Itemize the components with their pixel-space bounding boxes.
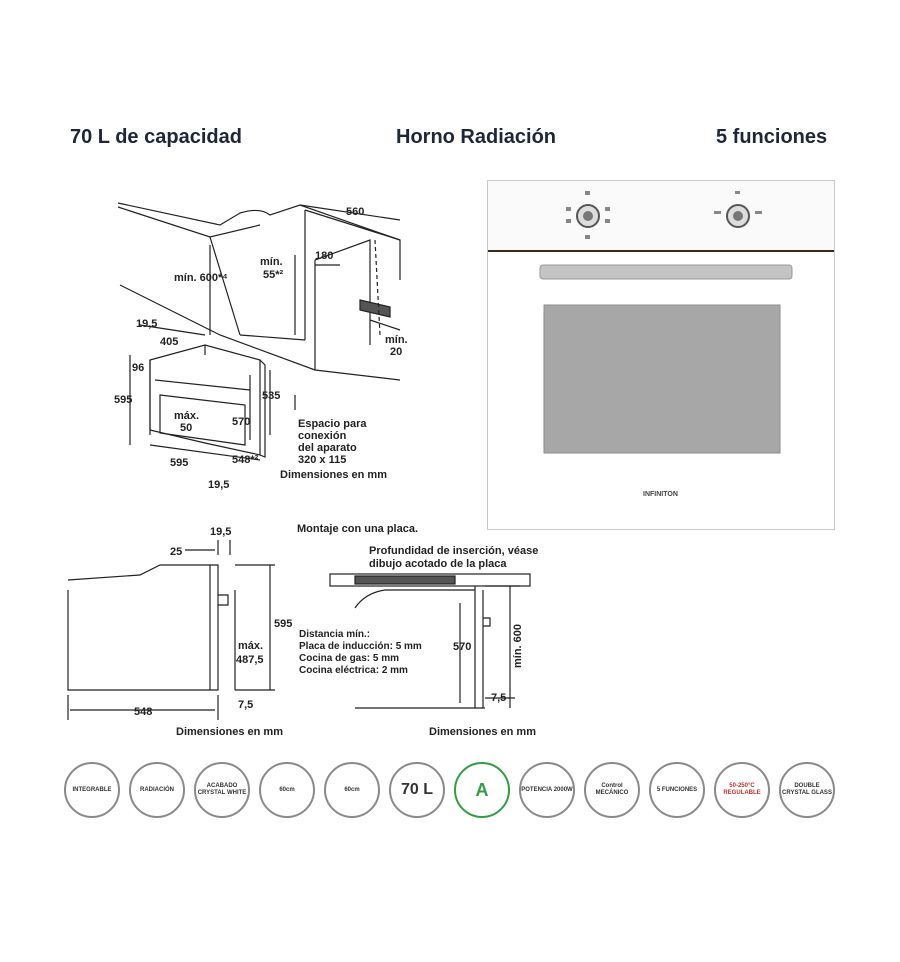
power-icon: POTENCIA 2000W — [519, 762, 575, 818]
oven-illustration: INFINITON — [488, 181, 834, 498]
side-dim-7-5: 7,5 — [238, 699, 253, 711]
side-units: Dimensiones en mm — [176, 726, 283, 738]
space-line-1: Espacio para — [298, 418, 367, 430]
plate-dim-570: 570 — [453, 641, 471, 653]
oven-product-image: INFINITON — [487, 180, 835, 530]
control-icon: Control MECÁNICO — [584, 762, 640, 818]
dim-19-5-bottom: 19,5 — [208, 479, 229, 491]
iso-units: Dimensiones en mm — [280, 469, 387, 481]
dim-405: 405 — [160, 336, 178, 348]
dim-19-5-top: 19,5 — [136, 318, 157, 330]
dim-max50-a: máx. — [174, 410, 199, 422]
side-dim-595: 595 — [274, 618, 292, 630]
double-glass-icon: DOUBLE CRYSTAL GLASS — [779, 762, 835, 818]
dim-560: 560 — [346, 206, 364, 218]
energy-a-icon: A — [454, 762, 510, 818]
door-handle[interactable] — [539, 264, 793, 280]
plate-dist-2: Cocina de gas: 5 mm — [299, 653, 399, 664]
plate-title: Montaje con una placa. — [297, 523, 418, 535]
plate-note-1: Profundidad de inserción, véase — [369, 545, 538, 557]
side-elevation-diagram: 19,5 25 595 máx. 487,5 7,5 548 Dimension… — [67, 526, 292, 738]
width-60-icon: 60cm — [324, 762, 380, 818]
plate-dist-title: Distancia mín.: — [299, 629, 370, 640]
side-dim-19-5: 19,5 — [210, 526, 231, 538]
dim-180: 180 — [315, 250, 333, 262]
side-dim-max-b: 487,5 — [236, 654, 264, 666]
crystal-white-icon: ACABADO CRYSTAL WHITE — [194, 762, 250, 818]
space-line-3: del aparato — [298, 442, 357, 454]
plate-note-2: dibujo acotado de la placa — [369, 558, 507, 570]
dim-595-left: 595 — [114, 394, 132, 406]
temperature-icon: 50-250°C REGULABLE — [714, 762, 770, 818]
plate-mounting-diagram: Montaje con una placa. Profundidad de in… — [297, 523, 538, 738]
plate-dim-7-5: 7,5 — [491, 692, 506, 704]
plate-dist-3: Cocina eléctrica: 2 mm — [299, 665, 408, 676]
dim-min20-a: mín. — [385, 334, 408, 346]
dim-535: 535 — [262, 390, 280, 402]
plate-units: Dimensiones en mm — [429, 726, 536, 738]
capacity-header: 70 L de capacidad — [70, 126, 242, 148]
brand-logo: INFINITON — [643, 491, 678, 498]
side-dim-max-a: máx. — [238, 640, 263, 652]
side-dim-25: 25 — [170, 546, 182, 558]
height-60-icon: 60cm — [259, 762, 315, 818]
plate-dist-1: Placa de inducción: 5 mm — [299, 641, 422, 652]
functions-header: 5 funciones — [716, 126, 828, 148]
dim-min600: mín. 600*⁴ — [174, 272, 228, 284]
plate-dim-min600: mín. 600 — [512, 624, 524, 668]
oven-window — [543, 304, 781, 454]
iso-installation-diagram: 560 mín. 600*⁴ mín. 55*² 180 mín. 20 19,… — [114, 202, 408, 491]
functions-icon: 5 FUNCIONES — [649, 762, 705, 818]
dim-96: 96 — [132, 362, 144, 374]
dim-min20-b: 20 — [390, 346, 402, 358]
integrable-icon: INTEGRABLE — [64, 762, 120, 818]
space-line-4: 320 x 115 — [298, 454, 346, 466]
dim-595-bottom: 595 — [170, 457, 188, 469]
dim-548: 548*² — [232, 454, 259, 466]
side-dim-548: 548 — [134, 706, 152, 718]
dim-min55-b: 55*² — [263, 269, 284, 281]
type-header: Horno Radiación — [396, 126, 557, 148]
space-line-2: conexión — [298, 430, 347, 442]
dim-min55-a: mín. — [260, 256, 283, 268]
dim-max50-b: 50 — [180, 422, 192, 434]
radiacion-icon: RADIACIÓN — [129, 762, 185, 818]
capacity-70l-icon: 70 L — [389, 762, 445, 818]
feature-icons: INTEGRABLE RADIACIÓN ACABADO CRYSTAL WHI… — [64, 762, 844, 824]
dim-570: 570 — [232, 416, 250, 428]
